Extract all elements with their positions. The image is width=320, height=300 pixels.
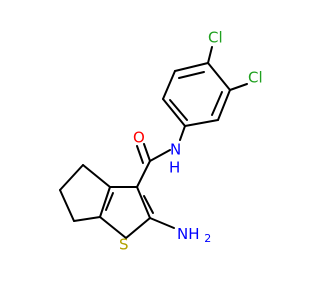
amide-hydrogen-label: H: [169, 159, 180, 177]
amide-nitrogen-label: N: [170, 141, 181, 159]
amino-group-label: NH 2: [177, 225, 211, 246]
amino-subscript-text: 2: [204, 232, 211, 245]
bond: [59, 164, 84, 191]
bond: [162, 70, 176, 100]
amino-nh-text: NH: [177, 225, 200, 243]
bond: [169, 99, 188, 121]
bond: [184, 119, 219, 127]
chlorine-atom-label: Cl: [208, 29, 223, 47]
atom-labels: Cl Cl N H O NH 2 S: [119, 29, 263, 254]
bond: [207, 62, 231, 91]
bond: [178, 71, 205, 79]
bond: [73, 216, 101, 222]
bond: [207, 46, 213, 64]
bond: [217, 89, 231, 121]
bond: [136, 145, 144, 164]
bond: [149, 149, 171, 162]
bond: [99, 186, 111, 218]
bond: [125, 217, 151, 239]
bond: [162, 98, 186, 127]
bond: [174, 62, 209, 72]
molecule-structure: Cl Cl N H O NH 2 S: [59, 29, 263, 254]
sulfur-atom-label: S: [119, 236, 129, 254]
chlorine-atom-label: Cl: [248, 69, 263, 87]
bond: [82, 164, 111, 188]
bond: [149, 217, 175, 229]
bond: [143, 195, 154, 214]
bond: [59, 189, 75, 222]
bond: [105, 192, 114, 211]
bonds: [59, 46, 248, 239]
bond: [211, 91, 223, 116]
carbonyl-oxygen-label: O: [133, 129, 145, 147]
bond: [99, 216, 127, 239]
bond: [136, 160, 151, 188]
bond: [136, 186, 151, 219]
bond: [229, 83, 248, 91]
bond: [143, 143, 151, 162]
bond: [179, 125, 186, 141]
